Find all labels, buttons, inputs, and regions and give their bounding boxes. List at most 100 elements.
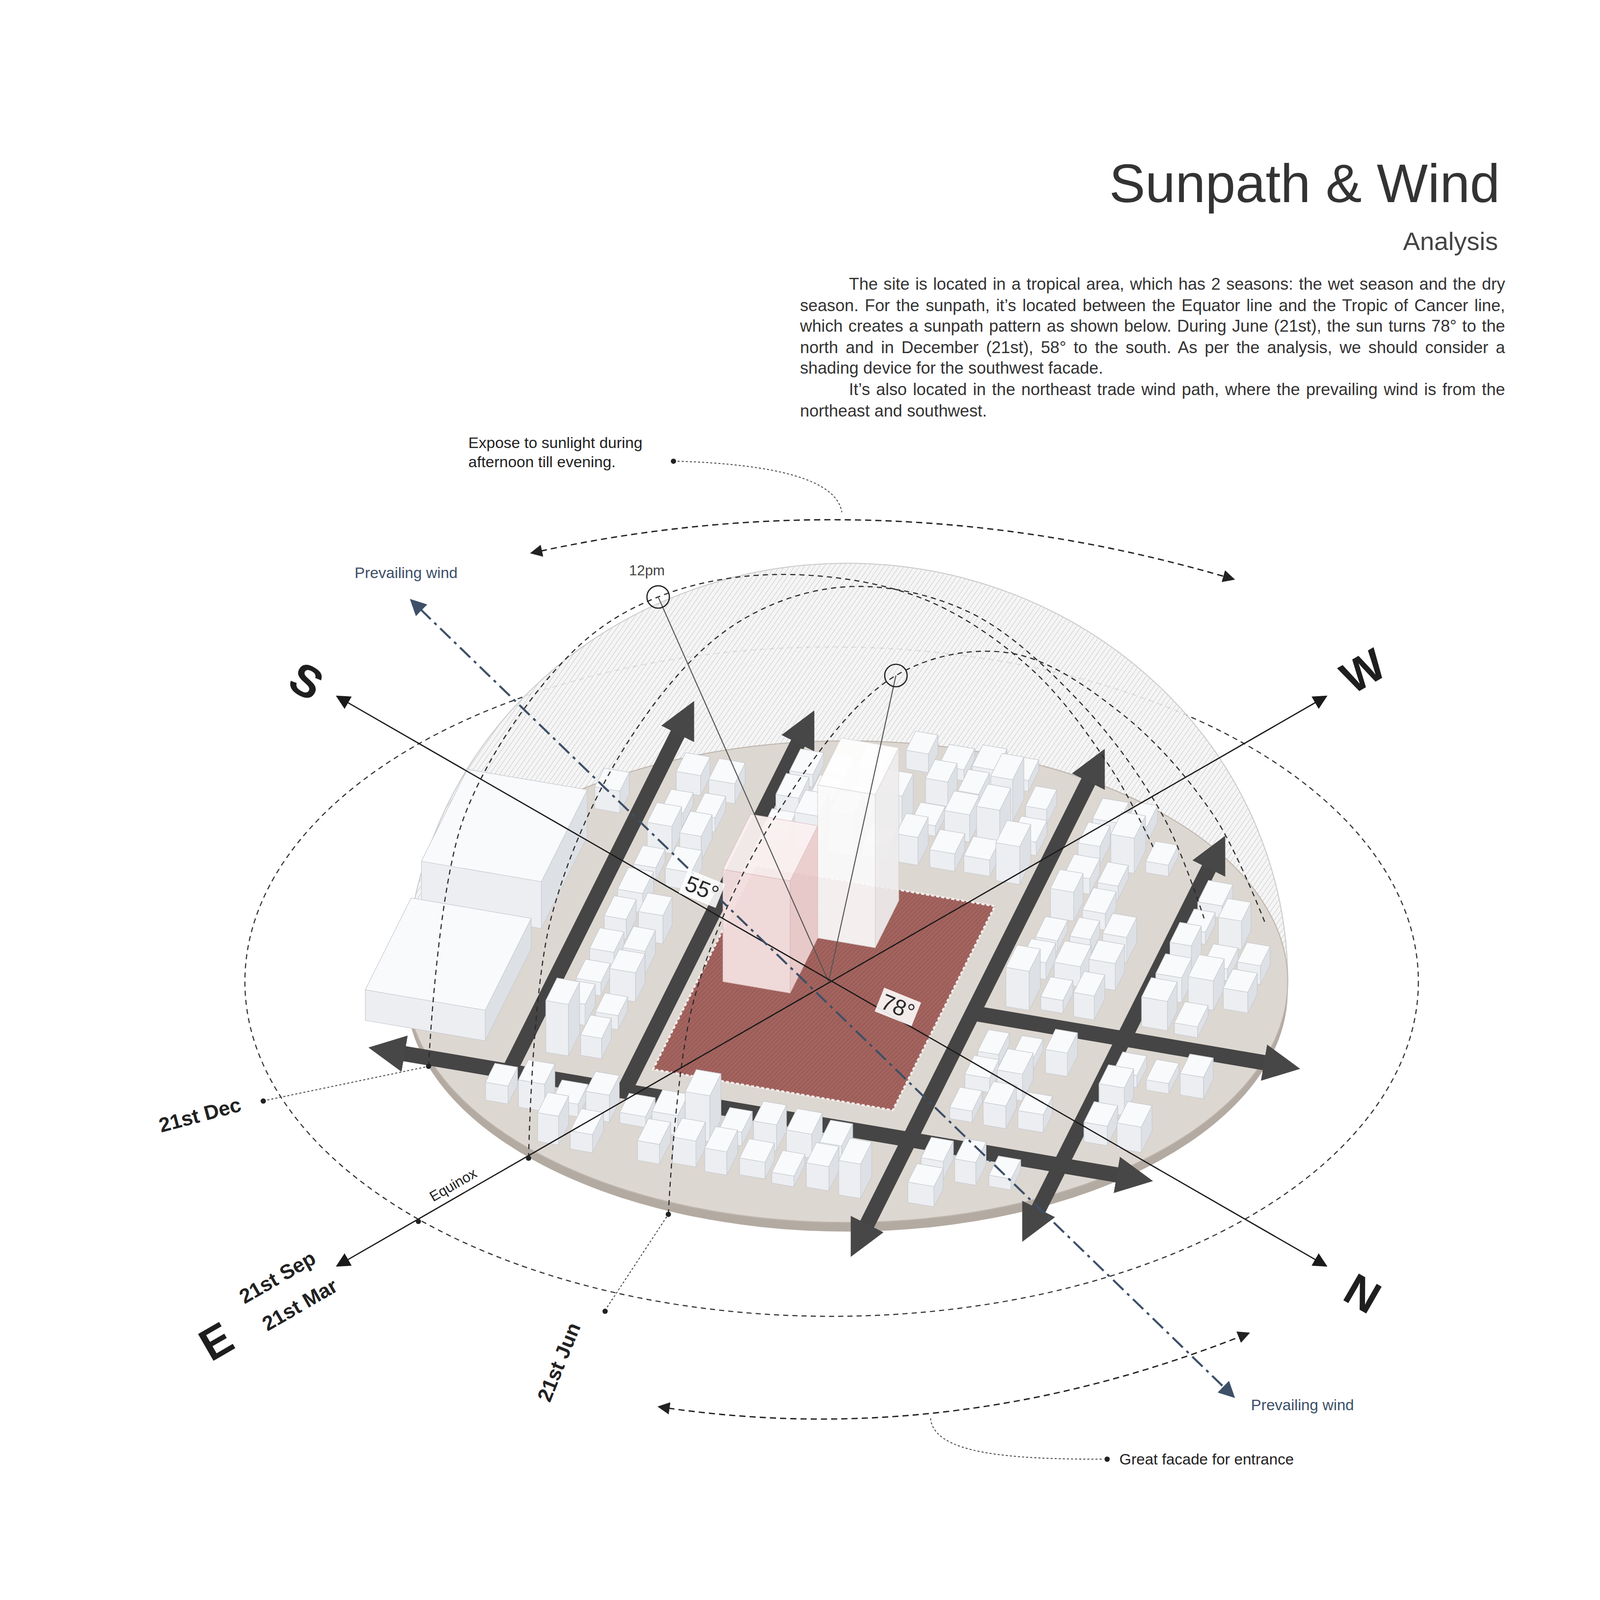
building xyxy=(637,1118,671,1165)
leader-line xyxy=(267,1066,429,1100)
building-face xyxy=(638,892,673,916)
sun-path-arc xyxy=(668,651,1266,1215)
building xyxy=(723,814,819,994)
wind-label: Prevailing wind xyxy=(1250,1396,1355,1414)
building-face xyxy=(1180,1073,1204,1100)
building-face xyxy=(1073,971,1105,996)
building xyxy=(1188,954,1225,1011)
leader-line xyxy=(677,461,842,513)
building-face xyxy=(1145,841,1179,866)
building-face xyxy=(964,836,1000,860)
building xyxy=(983,1081,1017,1129)
noon-sun-marker xyxy=(884,664,907,687)
leader-dot xyxy=(426,1063,432,1069)
building-face xyxy=(637,1140,660,1164)
building-face xyxy=(1005,945,1041,972)
building-face xyxy=(990,753,1024,780)
compass-axis xyxy=(346,702,1317,1261)
building-face xyxy=(1054,940,1092,967)
leader-dot xyxy=(665,1211,672,1218)
building-face xyxy=(806,1142,839,1168)
callout-note: Great facade for entrance xyxy=(1119,1449,1294,1468)
building-face xyxy=(704,1148,727,1176)
building xyxy=(580,1015,612,1059)
building-face xyxy=(672,1136,696,1168)
building xyxy=(1073,971,1105,1020)
compass-axis xyxy=(346,702,1317,1261)
building-face xyxy=(1218,917,1242,950)
building-face xyxy=(1040,976,1074,1001)
building xyxy=(771,1150,805,1188)
building-face xyxy=(620,1093,656,1117)
building xyxy=(1045,1029,1078,1077)
building-face xyxy=(1155,953,1192,979)
building xyxy=(954,1138,987,1186)
building xyxy=(672,1118,706,1168)
building-face xyxy=(609,949,645,973)
building-face xyxy=(1005,967,1030,1011)
building-face xyxy=(1174,1001,1209,1027)
compass-letter: E xyxy=(190,1312,242,1372)
compass-letter: S xyxy=(280,651,332,712)
building-face xyxy=(997,1048,1034,1075)
building xyxy=(896,813,928,866)
date-label: 21st Dec xyxy=(156,1093,244,1138)
building xyxy=(817,738,899,949)
building-face xyxy=(518,1059,555,1085)
leader-dot xyxy=(260,1098,266,1104)
building xyxy=(1141,977,1178,1031)
building-face xyxy=(949,1087,983,1112)
building-face xyxy=(1146,1059,1179,1084)
leader-line xyxy=(930,1418,1103,1460)
building xyxy=(1145,841,1179,877)
leader-dot xyxy=(1104,1456,1111,1463)
building xyxy=(1180,1053,1214,1099)
building-face xyxy=(580,1034,602,1059)
building-face xyxy=(1082,887,1117,914)
building-face xyxy=(589,927,625,953)
building-face xyxy=(1078,822,1111,847)
building xyxy=(537,1092,569,1146)
building-face xyxy=(1237,942,1271,966)
building xyxy=(545,978,580,1057)
building-face xyxy=(976,784,1012,811)
building-face xyxy=(995,842,1020,885)
building-face xyxy=(907,1163,944,1187)
building xyxy=(1223,969,1257,1014)
building xyxy=(485,1063,518,1105)
building-face xyxy=(1188,954,1225,981)
building-face xyxy=(1035,916,1068,941)
building-face xyxy=(665,846,703,873)
building xyxy=(704,1126,738,1176)
building-face xyxy=(1102,913,1137,938)
building-face xyxy=(817,738,899,795)
building-face xyxy=(1180,1053,1214,1078)
city-buildings xyxy=(365,731,1271,1208)
leader-line xyxy=(607,1214,669,1308)
building-face xyxy=(545,978,580,1005)
building-face xyxy=(1017,1091,1053,1115)
building-face xyxy=(1141,977,1178,1002)
subtitle: Analysis xyxy=(1402,226,1498,256)
building-face xyxy=(995,820,1031,847)
building-face xyxy=(786,1108,823,1135)
building xyxy=(609,949,645,1002)
building-face xyxy=(771,1150,805,1177)
building-face xyxy=(739,1138,775,1163)
building-face xyxy=(1089,940,1125,964)
entrance-arc xyxy=(668,1336,1240,1419)
building-face xyxy=(672,1118,706,1142)
building xyxy=(964,836,1000,877)
building xyxy=(1084,1101,1118,1147)
building-face xyxy=(485,1063,518,1087)
building-face xyxy=(1223,969,1257,993)
building-face xyxy=(685,1069,721,1096)
building-face xyxy=(1084,1101,1118,1127)
building-face xyxy=(1097,861,1129,886)
building-face xyxy=(622,926,656,952)
building-face xyxy=(676,752,710,776)
wind-label: Prevailing wind xyxy=(354,563,458,582)
building xyxy=(929,829,965,872)
building-face xyxy=(537,1092,569,1117)
building-face xyxy=(896,833,918,866)
